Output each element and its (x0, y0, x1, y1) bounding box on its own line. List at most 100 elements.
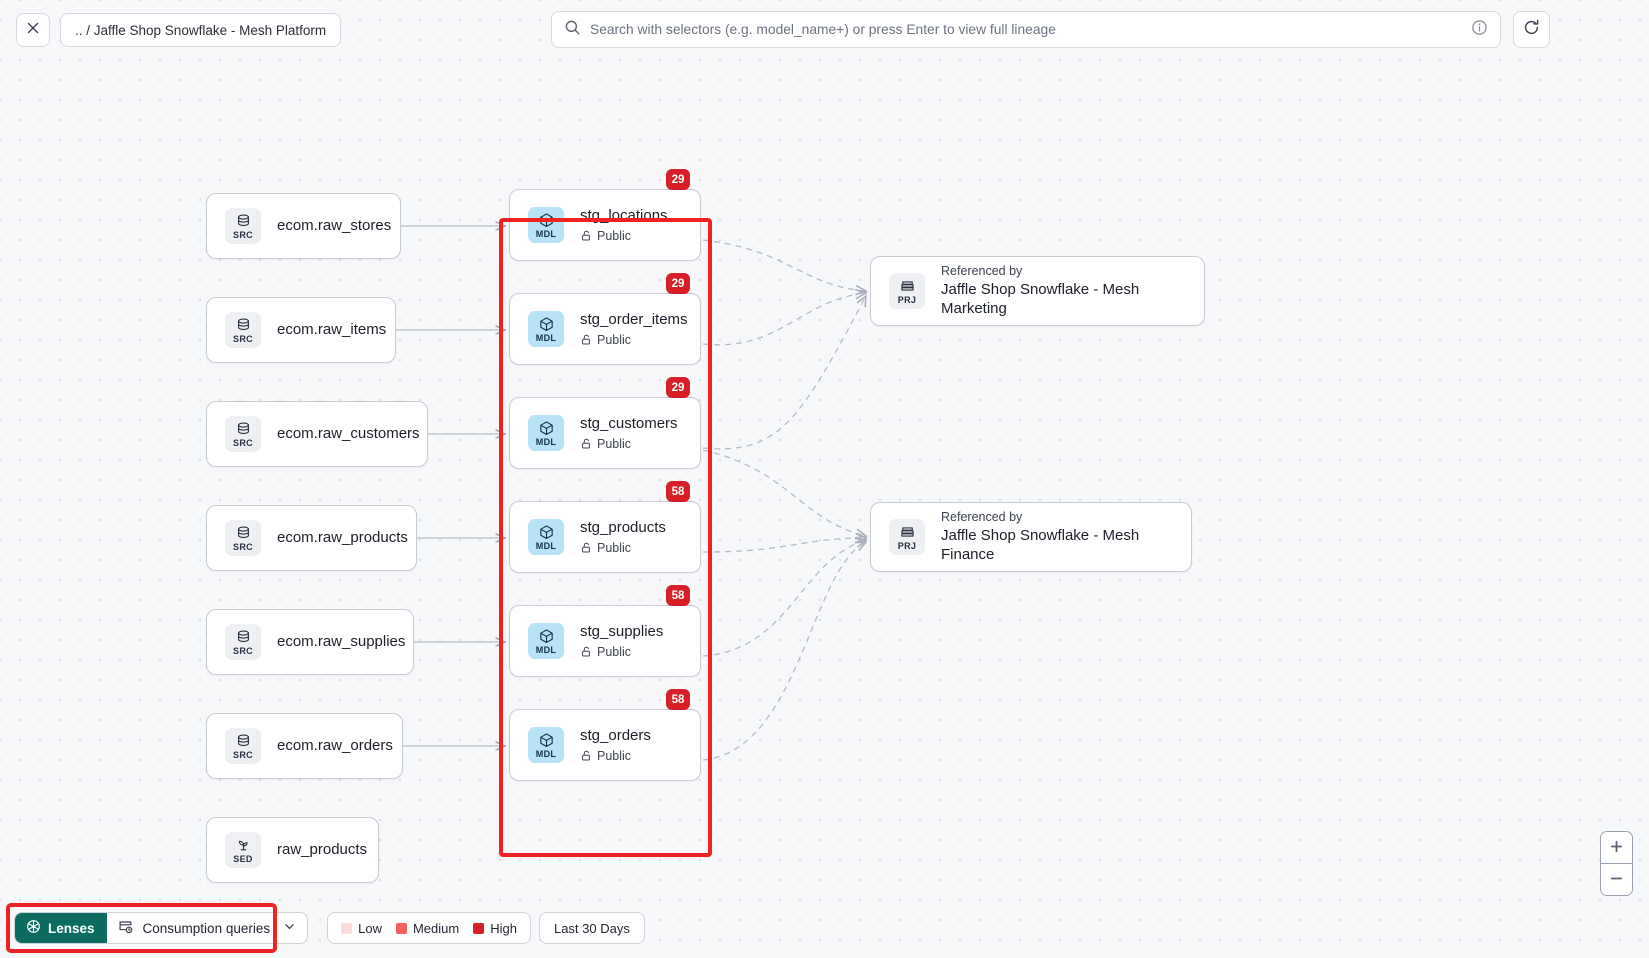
mdl-type-icon: MDL (528, 727, 564, 763)
close-icon (25, 20, 41, 41)
node-body: ecom.raw_orders (277, 737, 393, 756)
node-count-badge[interactable]: 58 (666, 585, 690, 606)
node-count-badge[interactable]: 58 (666, 689, 690, 710)
node-type-tag: PRJ (897, 294, 917, 305)
node-access-level: Public (580, 437, 678, 451)
graph-node-ecom-raw_items[interactable]: SRC ecom.raw_items (206, 297, 396, 363)
lens-aperture-icon (26, 919, 41, 937)
node-count-badge[interactable]: 29 (666, 169, 690, 190)
consumption-queries-dropdown[interactable]: Consumption queries (106, 913, 308, 943)
top-bar: .. / Jaffle Shop Snowflake - Mesh Platfo… (0, 0, 1649, 59)
node-title: stg_locations (580, 206, 668, 224)
mdl-type-icon: MDL (528, 519, 564, 555)
node-body: ecom.raw_stores (277, 217, 391, 236)
node-title: Jaffle Shop Snowflake - Mesh Marketing (941, 281, 1140, 318)
node-access-label: Public (597, 333, 632, 348)
node-access-level: Public (580, 541, 666, 555)
graph-node-raw_products[interactable]: SED raw_products (206, 817, 379, 883)
node-access-label: Public (597, 541, 632, 556)
node-access-label: Public (597, 437, 632, 452)
node-access-label: Public (597, 229, 632, 244)
mdl-type-icon: MDL (528, 415, 564, 451)
lock-icon (580, 230, 592, 242)
refresh-icon (1522, 18, 1541, 42)
node-type-tag: SRC (233, 749, 253, 760)
legend-item: Low (341, 921, 382, 936)
node-body: ecom.raw_products (277, 529, 408, 548)
refresh-button[interactable] (1513, 11, 1550, 48)
node-type-tag: SED (233, 853, 253, 864)
chevron-down-icon (283, 920, 296, 936)
graph-node-ecom-raw_stores[interactable]: SRC ecom.raw_stores (206, 193, 401, 259)
lock-icon (580, 334, 592, 346)
zoom-out-button[interactable] (1601, 864, 1632, 895)
lens-control-group: Lenses Consumption queries (14, 912, 309, 944)
node-type-tag: MDL (535, 540, 557, 551)
close-button[interactable] (16, 13, 50, 47)
lock-icon (580, 438, 592, 450)
src-type-icon: SRC (225, 312, 261, 348)
node-count-badge[interactable]: 58 (666, 481, 690, 502)
node-body: ecom.raw_supplies (277, 633, 405, 652)
search-input[interactable] (581, 22, 1471, 37)
node-relationship-label: Referenced by (941, 510, 1023, 525)
src-type-icon: SRC (225, 208, 261, 244)
src-type-icon: SRC (225, 416, 261, 452)
graph-node-ecom-raw_products[interactable]: SRC ecom.raw_products (206, 505, 417, 571)
mdl-type-icon: MDL (528, 623, 564, 659)
node-title: stg_order_items (580, 310, 688, 328)
node-type-tag: MDL (535, 748, 557, 759)
breadcrumb[interactable]: .. / Jaffle Shop Snowflake - Mesh Platfo… (60, 13, 342, 47)
src-type-icon: SRC (225, 624, 261, 660)
node-count-badge[interactable]: 29 (666, 377, 690, 398)
legend-swatch-high (473, 922, 485, 934)
date-range-button[interactable]: Last 30 Days (538, 912, 645, 944)
legend-label-high: High (490, 920, 517, 936)
mdl-type-icon: MDL (528, 207, 564, 243)
lock-icon (580, 750, 592, 762)
node-type-tag: SRC (233, 437, 253, 448)
node-title: ecom.raw_customers (277, 424, 420, 442)
node-type-tag: PRJ (897, 540, 917, 551)
legend-item: Medium (395, 921, 459, 936)
graph-node-ecom-raw_orders[interactable]: SRC ecom.raw_orders (206, 713, 403, 779)
node-type-tag: MDL (535, 436, 557, 447)
node-access-label: Public (597, 749, 632, 764)
node-title: ecom.raw_items (277, 320, 387, 338)
node-type-tag: SRC (233, 229, 253, 240)
date-range-label: Last 30 Days (553, 920, 630, 936)
sed-type-icon: SED (225, 832, 261, 868)
node-body: raw_products (277, 841, 367, 860)
node-type-tag: MDL (535, 644, 557, 655)
lenses-label: Lenses (48, 920, 95, 936)
graph-node-ecom-raw_customers[interactable]: SRC ecom.raw_customers (206, 401, 428, 467)
minus-icon (1609, 871, 1624, 889)
node-access-level: Public (580, 749, 651, 763)
graph-node-ecom-raw_supplies[interactable]: SRC ecom.raw_supplies (206, 609, 414, 675)
node-title: stg_supplies (580, 622, 664, 640)
breadcrumb-label: .. / Jaffle Shop Snowflake - Mesh Platfo… (75, 22, 327, 38)
legend-swatch-medium (395, 922, 407, 934)
search-bar[interactable] (551, 11, 1501, 48)
node-title: stg_products (580, 518, 666, 536)
node-type-tag: SRC (233, 541, 253, 552)
lenses-button[interactable]: Lenses (15, 913, 107, 943)
node-count-badge[interactable]: 29 (666, 273, 690, 294)
query-table-icon (118, 919, 134, 938)
node-title: ecom.raw_orders (277, 736, 393, 754)
info-icon[interactable] (1471, 19, 1488, 41)
node-body: ecom.raw_items (277, 321, 386, 340)
zoom-in-button[interactable] (1601, 832, 1632, 863)
